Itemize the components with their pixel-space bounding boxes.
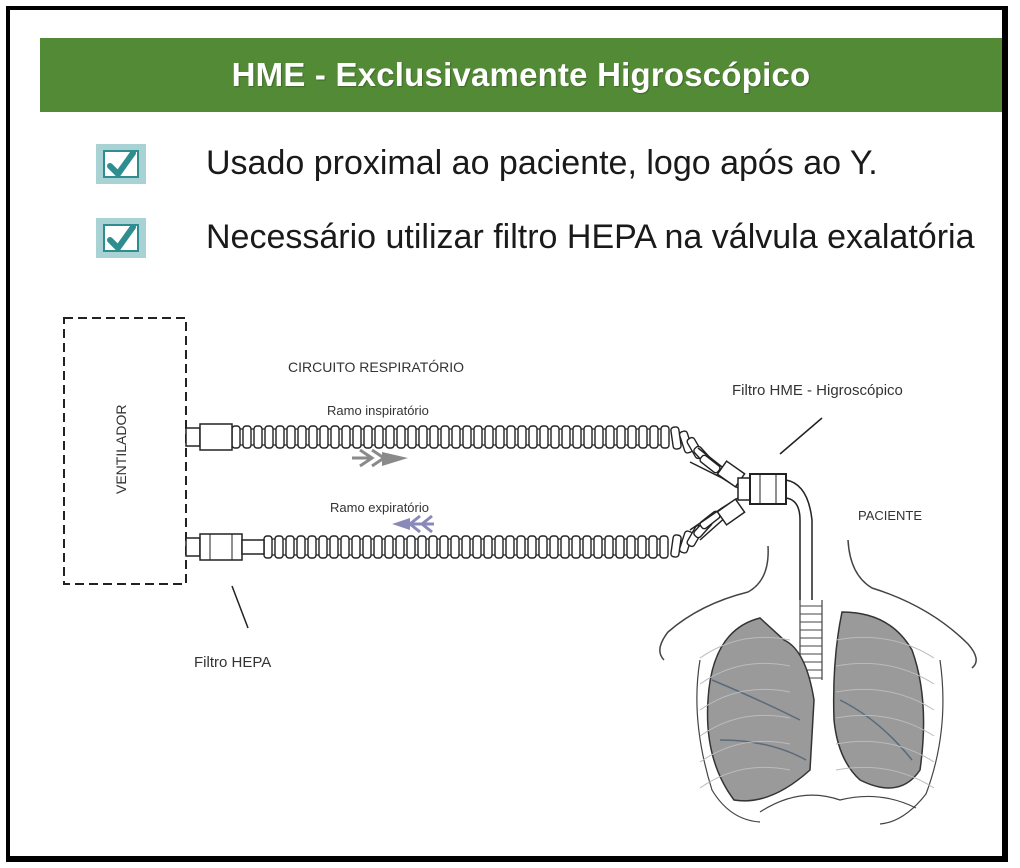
bullet-item: Necessário utilizar filtro HEPA na válvu… (96, 218, 975, 258)
hepa-leader-line (231, 585, 249, 629)
bullet-text: Necessário utilizar filtro HEPA na válvu… (206, 218, 975, 256)
bullet-item: Usado proximal ao paciente, logo após ao… (96, 144, 878, 184)
hepa-filter-label: Filtro HEPA (194, 654, 271, 671)
corrugated-tubes (231, 425, 721, 559)
checkbox-checked-icon (96, 144, 146, 184)
patient-illustration (659, 539, 977, 825)
title-banner: HME - Exclusivamente Higroscópico (40, 38, 1002, 112)
hepa-filter (185, 533, 265, 561)
expiratory-label: Ramo expiratório (330, 500, 429, 515)
inspiratory-flow-arrow (352, 448, 408, 468)
hme-leader-line (779, 417, 823, 455)
inspiratory-tube (231, 425, 670, 449)
left-lung (832, 611, 925, 789)
checkbox-checked-icon (96, 218, 146, 258)
patient-label: PACIENTE (858, 508, 922, 523)
inspiratory-tube-bend (670, 426, 721, 474)
expiratory-tube (263, 535, 669, 559)
ventilator-label: VENTILADOR (113, 405, 129, 494)
hme-filter (737, 473, 813, 600)
inspiratory-connector (185, 423, 233, 451)
slide-title: HME - Exclusivamente Higroscópico (231, 56, 811, 93)
inspiratory-label: Ramo inspiratório (327, 403, 429, 418)
right-lung (706, 617, 815, 802)
hme-filter-label: Filtro HME - Higroscópico (732, 382, 903, 399)
circuit-label: CIRCUITO RESPIRATÓRIO (288, 359, 464, 375)
expiratory-flow-arrow (392, 514, 434, 534)
bullet-text: Usado proximal ao paciente, logo após ao… (206, 144, 878, 182)
ventilator-box (63, 317, 187, 585)
expiratory-tube-bend (670, 510, 721, 558)
